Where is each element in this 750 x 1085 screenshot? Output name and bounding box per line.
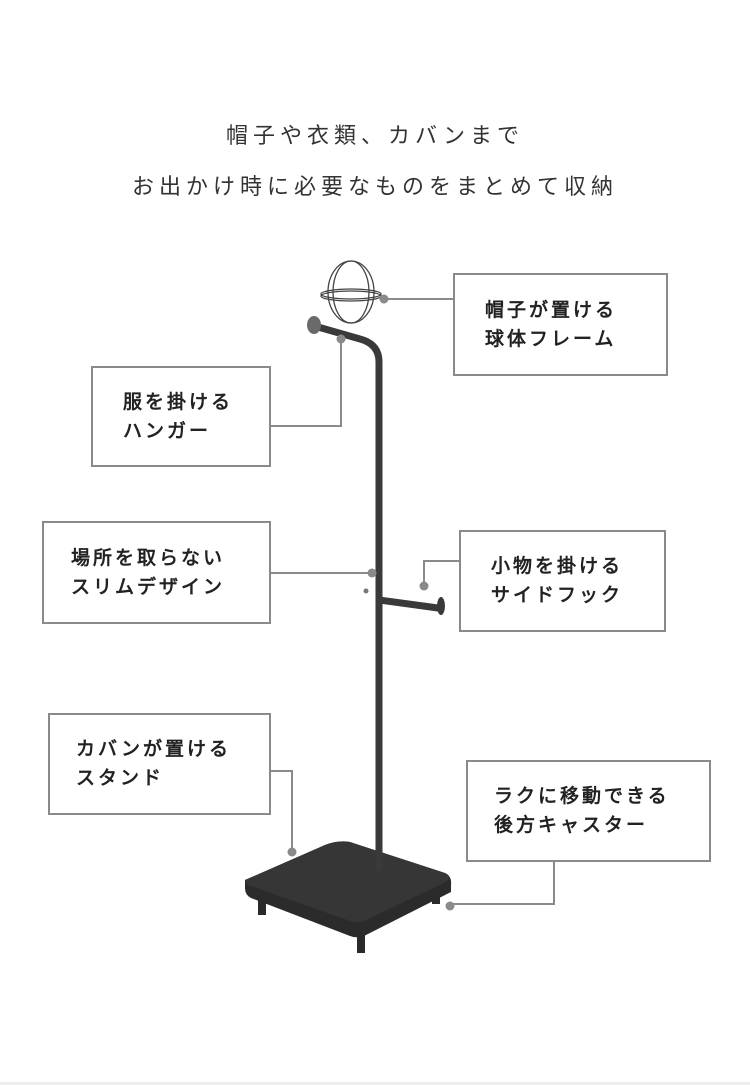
callout-slim-design: 場所を取らない スリムデザイン <box>42 521 271 624</box>
callout-text: スリムデザイン <box>71 575 226 598</box>
connector-side-hook <box>423 560 459 586</box>
hanger-end-cap <box>307 316 321 334</box>
callout-text: 場所を取らない <box>71 546 226 569</box>
callout-text: カバンが置ける <box>76 738 231 760</box>
heading-line-2: お出かけ時に必要なものをまとめて収納 <box>131 175 618 200</box>
callout-hanger: 服を掛ける ハンガー <box>91 366 271 467</box>
callout-text: 服を掛ける <box>123 390 234 413</box>
callout-text: ハンガー <box>123 419 212 442</box>
callout-text: ラクに移動できる <box>494 785 670 807</box>
stand-pole <box>314 323 383 872</box>
connector-bag <box>270 770 293 852</box>
callout-caster: ラクに移動できる 後方キャスター <box>466 760 711 862</box>
heading-line-1: 帽子や衣類、カバンまで <box>225 124 525 149</box>
stand-base <box>245 841 452 953</box>
callout-text: 球体フレーム <box>485 327 617 350</box>
callout-text: 後方キャスター <box>494 814 649 836</box>
divider <box>0 1082 750 1085</box>
callout-dots <box>287 294 455 911</box>
side-hook <box>375 596 442 612</box>
connector-hanger <box>270 339 342 427</box>
callout-text: サイドフック <box>491 584 624 606</box>
callout-text: スタンド <box>76 767 165 789</box>
connector-caster <box>450 861 555 905</box>
sphere-frame <box>320 260 382 324</box>
connector-lines <box>270 298 555 905</box>
callout-text: 帽子が置ける <box>485 298 618 321</box>
callout-text: 小物を掛ける <box>491 555 624 577</box>
callout-hat-frame: 帽子が置ける 球体フレーム <box>453 273 668 376</box>
callout-side-hook: 小物を掛ける サイドフック <box>459 530 666 632</box>
callout-bag-stand: カバンが置ける スタンド <box>48 713 271 815</box>
